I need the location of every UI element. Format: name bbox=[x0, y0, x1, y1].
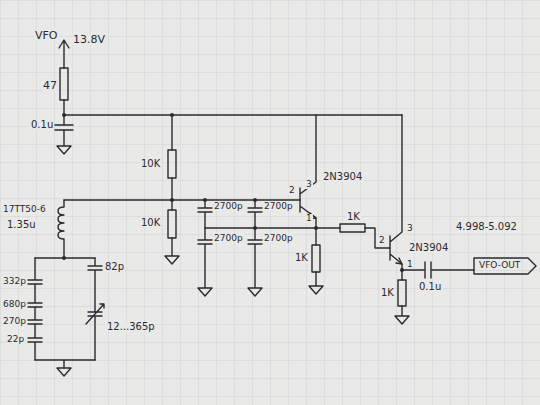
capacitor-value: 680p bbox=[2, 300, 27, 309]
pin-number: 1 bbox=[406, 260, 414, 269]
capacitor-value: 22p bbox=[6, 335, 25, 344]
resistor-value: 10K bbox=[140, 218, 161, 228]
inductance-value: 1.35u bbox=[6, 220, 37, 230]
supply-label: VFO bbox=[34, 30, 59, 41]
variable-capacitor-value: 12...365p bbox=[106, 322, 156, 332]
capacitor-value: 2700p bbox=[263, 234, 294, 243]
resistor-value: 1K bbox=[346, 212, 361, 222]
resistor-value: 1K bbox=[294, 253, 309, 263]
transistor-part: 2N3904 bbox=[408, 243, 449, 253]
transistor-part: 2N3904 bbox=[322, 172, 363, 182]
capacitor-value: 2700p bbox=[213, 234, 244, 243]
pin-number: 2 bbox=[288, 186, 296, 195]
capacitor-value: 270p bbox=[2, 317, 27, 326]
resistor-value: 47 bbox=[42, 80, 58, 91]
capacitor-value: 82p bbox=[104, 262, 125, 272]
capacitor-value: 332p bbox=[2, 277, 27, 286]
frequency-range: 4.998-5.092 bbox=[455, 222, 518, 232]
capacitor-value: 2700p bbox=[213, 202, 244, 211]
pin-number: 3 bbox=[305, 180, 313, 189]
capacitor-value: 2700p bbox=[263, 202, 294, 211]
coil-part: 17TT50-6 bbox=[2, 205, 47, 214]
pin-number: 2 bbox=[378, 236, 386, 245]
voltage-label: 13.8V bbox=[72, 34, 106, 45]
pin-number: 1 bbox=[305, 214, 313, 223]
output-label: VFO-OUT bbox=[478, 261, 521, 270]
capacitor-value: 0.1u bbox=[30, 120, 54, 130]
capacitor-value: 0.1u bbox=[418, 282, 442, 292]
resistor-value: 1K bbox=[380, 288, 395, 298]
pin-number: 3 bbox=[406, 224, 414, 233]
resistor-value: 10K bbox=[140, 159, 161, 169]
